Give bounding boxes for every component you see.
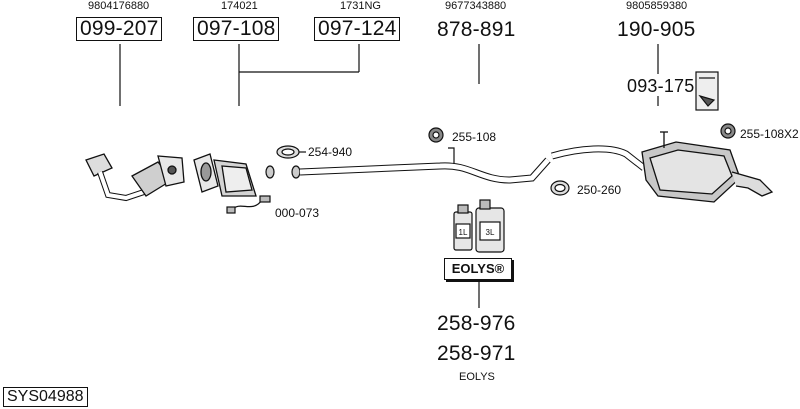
ref-kit: 1731NG bbox=[340, 0, 381, 12]
part-number-rear-silencer[interactable]: 190-905 bbox=[617, 18, 696, 41]
label-clamp-rear[interactable]: 250-260 bbox=[577, 183, 622, 197]
part-number-additive-2[interactable]: 258-971 bbox=[437, 342, 516, 365]
eolys-bottle-large bbox=[475, 199, 505, 253]
label-mount-mid[interactable]: 255-108 bbox=[452, 130, 497, 144]
label-clamp-front[interactable]: 254-940 bbox=[308, 145, 353, 159]
eolys-bottle-small-label: 1L bbox=[459, 228, 468, 237]
clamp-rear-drawing bbox=[550, 180, 570, 196]
part-number-middle-pipe[interactable]: 878-891 bbox=[437, 18, 516, 41]
part-number-catalyst-front[interactable]: 099-207 bbox=[76, 17, 163, 41]
rubber-mount-mid-drawing bbox=[428, 127, 444, 143]
label-mount-rear[interactable]: 255-108X2 bbox=[740, 127, 799, 141]
sensor-drawing bbox=[226, 195, 271, 214]
system-code: SYS04988 bbox=[3, 387, 88, 407]
label-sensor[interactable]: 000-073 bbox=[275, 206, 320, 220]
eolys-brand-box: EOLYS® bbox=[444, 258, 512, 280]
ref-catalyst-front: 9804176880 bbox=[88, 0, 150, 12]
catalyst-drawing bbox=[193, 153, 257, 197]
ref-catalyst: 174021 bbox=[221, 0, 258, 12]
part-number-mount[interactable]: 093-175 bbox=[627, 76, 695, 96]
ref-rear-silencer: 9805859380 bbox=[626, 0, 688, 12]
eolys-bottle-large-label: 3L bbox=[486, 228, 495, 237]
eolys-caption: EOLYS bbox=[459, 371, 495, 383]
rubber-mount-rear-drawing bbox=[720, 123, 736, 139]
clamp-front-drawing bbox=[276, 145, 306, 159]
part-number-catalyst[interactable]: 097-108 bbox=[193, 17, 280, 41]
gasket-drawing bbox=[265, 165, 301, 179]
eolys-bottle-small bbox=[453, 204, 473, 251]
mount-bracket-drawing bbox=[695, 71, 719, 111]
rear-silencer-drawing bbox=[551, 131, 774, 203]
ref-middle-pipe: 9677343880 bbox=[445, 0, 507, 12]
front-catalyst-drawing bbox=[85, 153, 185, 202]
middle-pipe-drawing bbox=[299, 147, 551, 184]
part-number-kit[interactable]: 097-124 bbox=[314, 17, 401, 41]
part-number-additive-1[interactable]: 258-976 bbox=[437, 312, 516, 335]
